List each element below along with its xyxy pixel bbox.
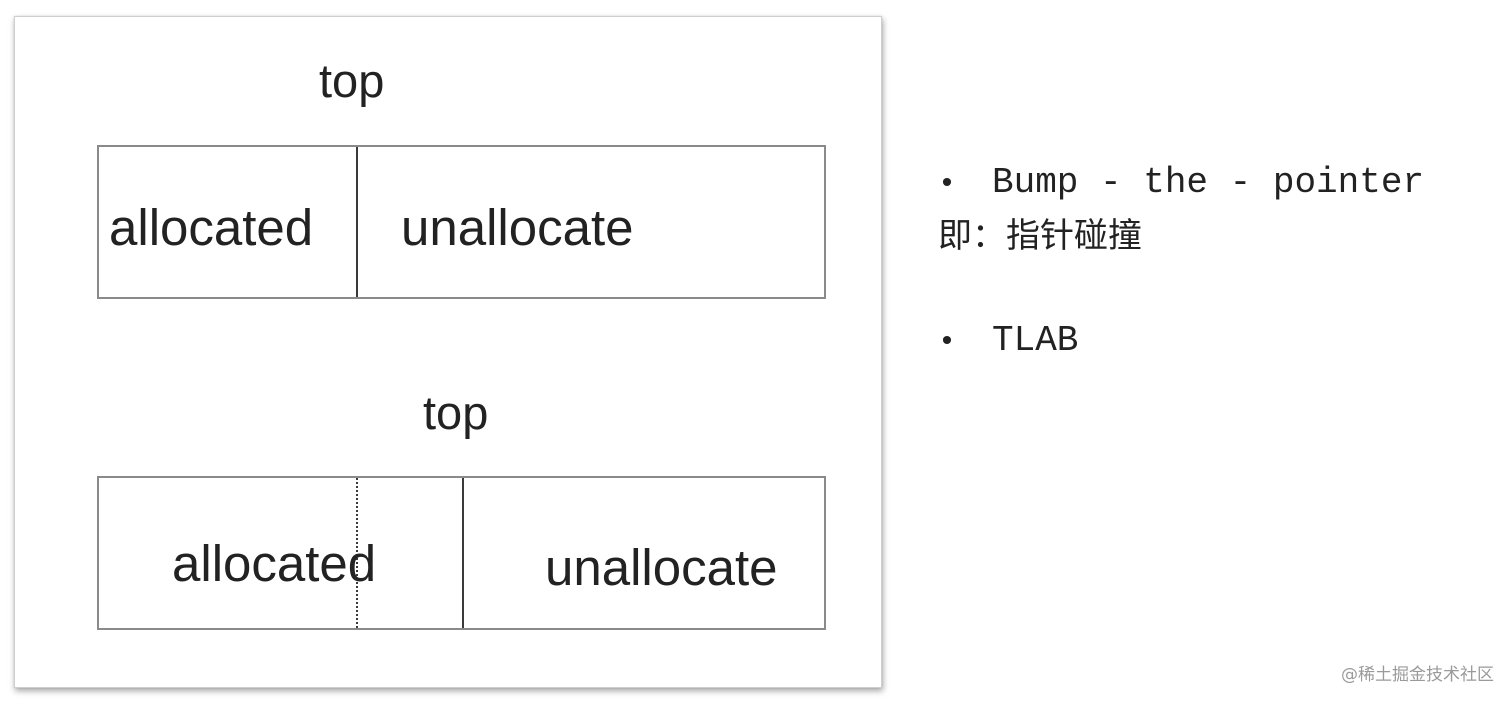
unallocated-label: unallocate [401,199,634,256]
top-pointer-divider [356,147,358,297]
top-pointer-divider [462,478,464,628]
memory-block-before: allocated unallocate [97,145,826,299]
watermark: @稀土掘金技术社区 [1341,665,1494,685]
top-pointer-label: top [423,386,489,439]
bullet-subtext: 即：指针碰撞 [938,216,1142,256]
allocated-label: allocated [109,199,314,256]
unallocated-label: unallocate [545,539,778,596]
top-pointer-label: top [319,54,385,107]
bullet-text-tlab: TLAB [992,320,1079,361]
bullet-list: • Bump - the - pointer 即：指针碰撞 • TLAB [938,160,1504,366]
memory-block-after: allocated unallocate [97,476,826,630]
diagram-panel: top allocated unallocate top allocated u… [14,16,882,688]
bullet-text-bump-the-pointer: Bump - the - pointer [992,162,1425,203]
bullet-item: • TLAB [938,318,1504,366]
bullet-dot-icon: • [938,326,957,360]
bullet-item: • Bump - the - pointer [938,160,1504,208]
allocated-label: allocated [172,535,377,592]
previous-top-dotted-divider [356,478,358,628]
bullet-dot-icon: • [938,168,957,202]
